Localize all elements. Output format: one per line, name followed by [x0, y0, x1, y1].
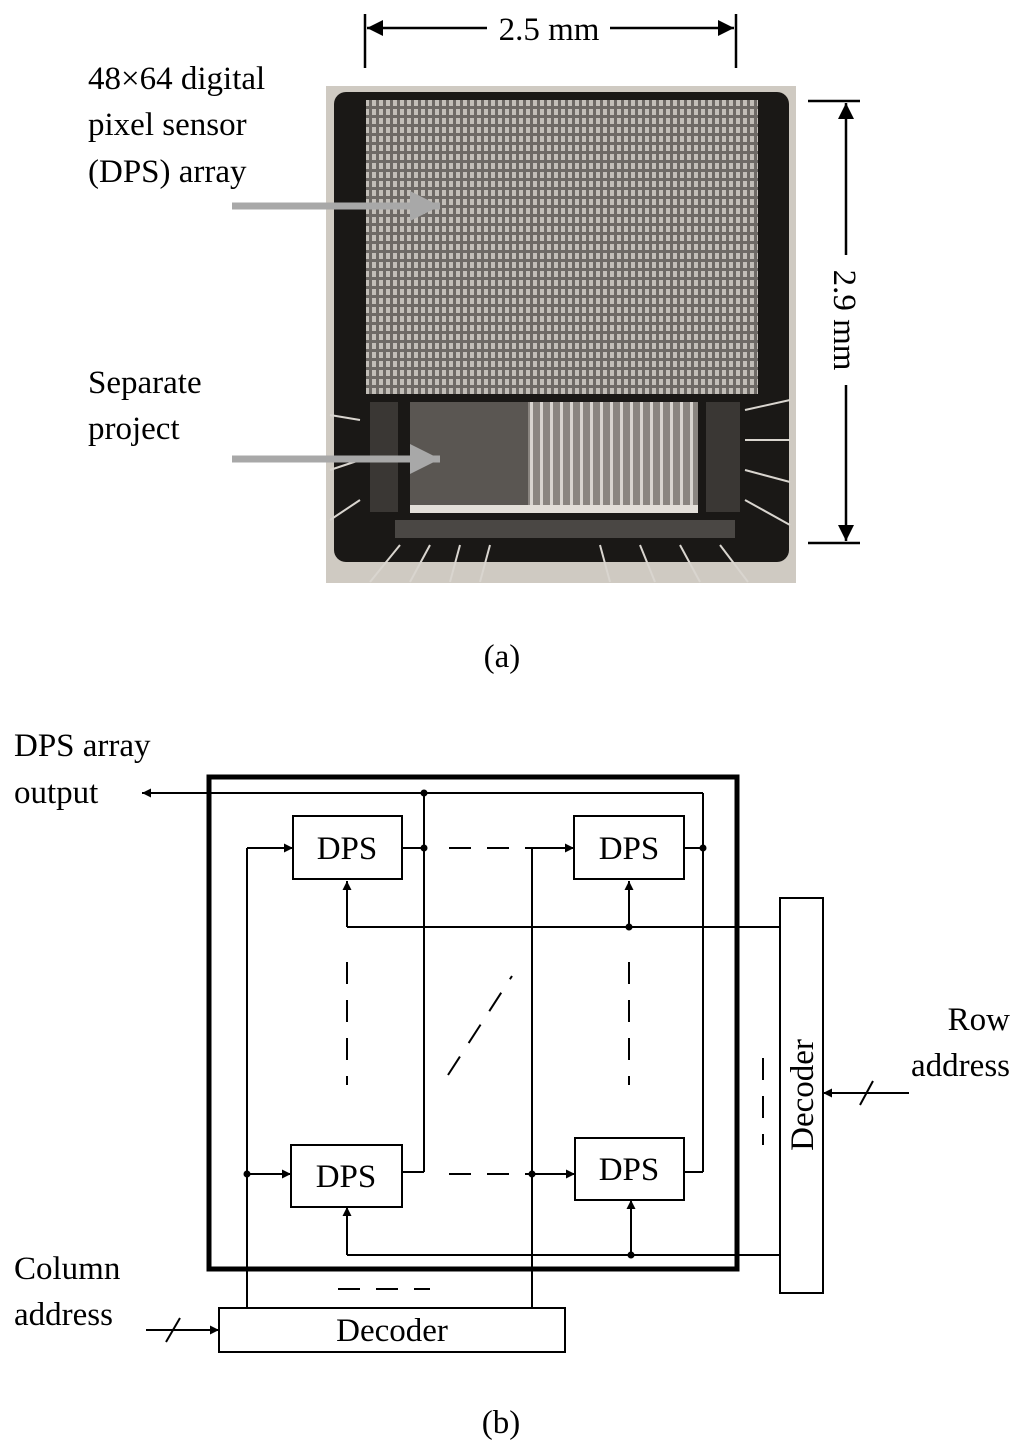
panel-a: 48×64 digital pixel sensor (DPS) array S…	[88, 12, 862, 675]
dps-cell-label: DPS	[599, 1152, 660, 1188]
dps-cell-label: DPS	[316, 1159, 377, 1195]
project-label-line1: Separate	[88, 365, 202, 401]
separate-project-region	[410, 402, 528, 505]
array-label-line3: (DPS) array	[88, 154, 247, 190]
dps-cell: DPS	[574, 1137, 685, 1201]
height-label: 2.9 mm	[826, 270, 862, 371]
column-decoder-label: Decoder	[336, 1313, 448, 1349]
output-label-line1: DPS array	[14, 728, 151, 764]
dps-cell: DPS	[290, 1144, 403, 1208]
caption-a: (a)	[484, 639, 521, 675]
array-label-line1: 48×64 digital	[88, 61, 265, 97]
array-label-line2: pixel sensor	[88, 107, 247, 143]
dps-cell: DPS	[573, 815, 685, 880]
chip-photo	[326, 86, 796, 583]
dps-array-region	[366, 100, 758, 394]
dps-cell-label: DPS	[599, 831, 660, 867]
row-label-line2: address	[911, 1048, 1010, 1084]
row-decoder-label: Decoder	[785, 1039, 821, 1151]
width-label: 2.5 mm	[499, 12, 600, 48]
project-label-line2: project	[88, 411, 180, 447]
array-boundary	[206, 774, 740, 1272]
column-decoder: Decoder	[218, 1307, 566, 1353]
panel-b: DPS DPS DPS DPS Decoder Decoder DPS arra…	[14, 728, 1010, 1441]
column-label-line1: Column	[14, 1251, 120, 1287]
width-dimension: 2.5 mm	[363, 12, 738, 68]
height-dimension: 2.9 mm	[808, 99, 862, 545]
dps-cell: DPS	[292, 815, 403, 880]
row-decoder: Decoder	[779, 897, 824, 1294]
caption-b: (b)	[482, 1405, 520, 1441]
dps-cell-label: DPS	[317, 831, 378, 867]
row-label-line1: Row	[948, 1002, 1011, 1038]
output-label-line2: output	[14, 775, 98, 811]
column-label-line2: address	[14, 1297, 113, 1333]
